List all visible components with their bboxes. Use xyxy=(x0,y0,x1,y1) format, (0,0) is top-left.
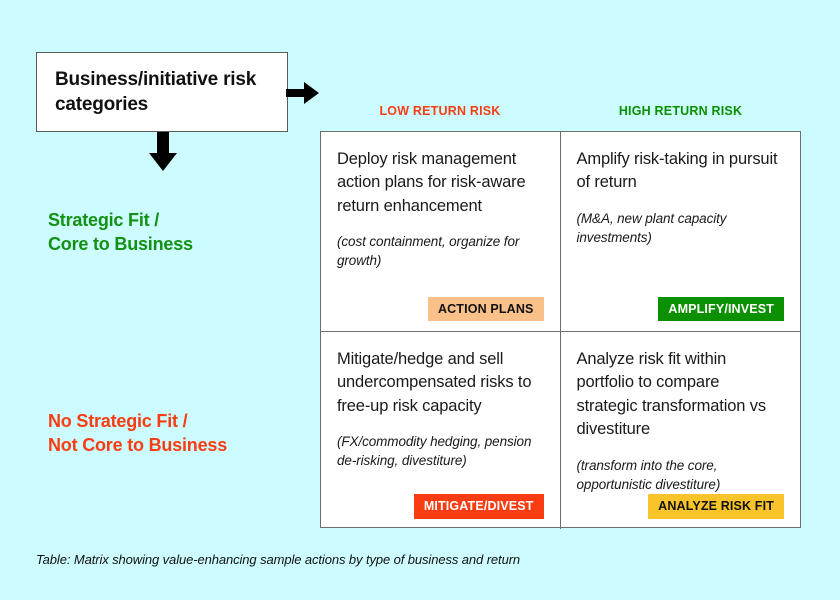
cell-main-text: Amplify risk-taking in pursuit of return xyxy=(576,150,778,192)
row-label-strategic-line2: Core to Business xyxy=(48,233,193,254)
status-badge-mitigate-divest[interactable]: MITIGATE/DIVEST xyxy=(413,494,544,519)
badge-container: ANALYZE RISK FIT xyxy=(577,494,784,519)
column-header-low-return-risk: LOW RETURN RISK xyxy=(379,104,501,118)
cell-main-text: Mitigate/hedge and sell undercompensated… xyxy=(337,350,532,415)
cell-main-text: Analyze risk fit within portfolio to com… xyxy=(576,350,767,439)
status-badge-action-plans[interactable]: ACTION PLANS xyxy=(427,296,544,321)
cell-sub-text: (M&A, new plant capacity investments) xyxy=(576,210,727,245)
cell-main-text: Deploy risk management action plans for … xyxy=(337,150,526,215)
risk-matrix: Deploy risk management action plans for … xyxy=(320,131,801,529)
status-badge-amplify-invest[interactable]: AMPLIFY/INVEST xyxy=(658,296,784,321)
matrix-cell-high-strategic: Amplify risk-taking in pursuit of return… xyxy=(560,132,800,332)
badge-container: ACTION PLANS xyxy=(337,296,544,321)
badge-container: MITIGATE/DIVEST xyxy=(337,494,544,519)
row-label-nostrategic-line1: No Strategic Fit / xyxy=(48,411,188,431)
cell-sub-text: (FX/commodity hedging, pension de-riskin… xyxy=(337,434,532,469)
column-header-high-return-risk: HIGH RETURN RISK xyxy=(618,104,743,118)
row-label-strategic-fit: Strategic Fit / Core to Business xyxy=(48,209,313,257)
row-label-nostrategic-line2: Not Core to Business xyxy=(48,434,228,455)
cell-sub-text: (transform into the core, opportunistic … xyxy=(576,457,721,492)
matrix-cell-low-strategic: Deploy risk management action plans for … xyxy=(321,132,561,332)
figure-caption: Table: Matrix showing value-enhancing sa… xyxy=(36,552,521,567)
row-label-strategic-line1: Strategic Fit / xyxy=(48,210,160,230)
row-label-no-strategic-fit: No Strategic Fit / Not Core to Business xyxy=(48,410,313,458)
arrow-down-icon xyxy=(148,132,178,172)
status-badge-analyze-risk-fit[interactable]: ANALYZE RISK FIT xyxy=(648,494,784,519)
matrix-cell-low-nostrategic: Mitigate/hedge and sell undercompensated… xyxy=(321,332,561,529)
title-box: Business/initiative risk categories xyxy=(36,52,288,132)
matrix-cell-high-nostrategic: Analyze risk fit within portfolio to com… xyxy=(561,332,801,529)
arrow-right-icon xyxy=(286,80,320,106)
cell-sub-text: (cost containment, organize for growth) xyxy=(337,234,520,269)
badge-container: AMPLIFY/INVEST xyxy=(577,296,784,321)
page-title: Business/initiative risk categories xyxy=(55,68,257,115)
